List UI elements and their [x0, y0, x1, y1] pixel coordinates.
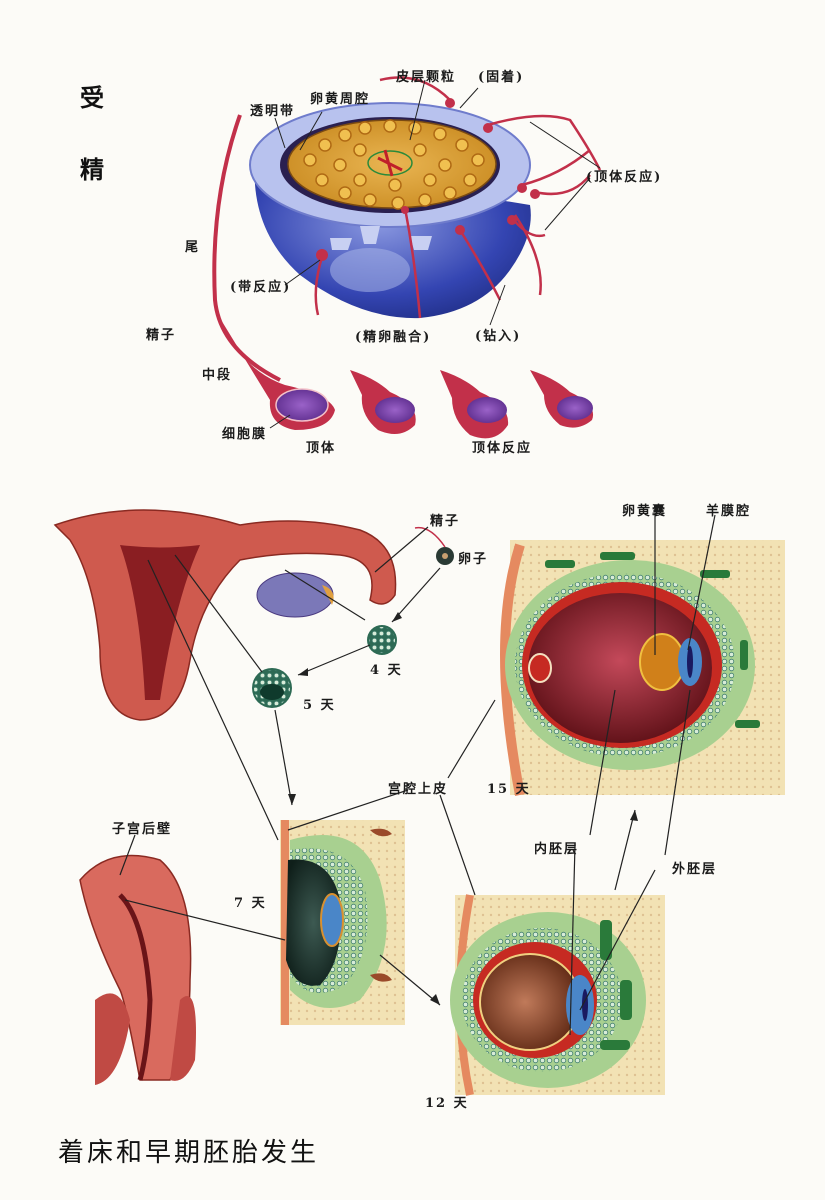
- zygote-stages-illustration: [252, 526, 454, 708]
- label-day-7: 7 天: [234, 896, 267, 911]
- label-amniotic-cavity: 羊膜腔: [706, 504, 752, 519]
- label-tail: 尾: [185, 240, 201, 255]
- sperm-group-illustration: [212, 76, 602, 382]
- label-penetration: (钻入): [475, 329, 522, 344]
- day15-embryo-illustration: [500, 540, 785, 796]
- label-cell-membrane: 细胞膜: [222, 427, 268, 442]
- label-cortical-granules: 皮层颗粒: [396, 70, 457, 85]
- heading-fertilization-char2: 精: [80, 155, 104, 184]
- label-ectoderm: 外胚层: [672, 862, 718, 877]
- label-acrosome-reaction-bottom: 顶体反应: [472, 441, 533, 456]
- heading-fertilization-char1: 受: [80, 83, 104, 112]
- label-fusion: (精卵融合): [355, 330, 432, 345]
- label-yolk-sac: 卵黄囊: [622, 504, 668, 519]
- egg-hemisphere-illustration: [249, 102, 531, 319]
- label-endoderm: 内胚层: [534, 842, 580, 857]
- day7-embryo-illustration: [280, 820, 405, 1025]
- uterine-wall-illustration: [79, 854, 196, 1085]
- label-zona-pellucida: 透明带: [250, 104, 296, 119]
- label-day-5: 5 天: [303, 698, 336, 713]
- label-midpiece: 中段: [202, 368, 233, 383]
- label-attachment: (固着): [478, 70, 525, 85]
- label-day-12: 12 天: [425, 1096, 469, 1111]
- label-sperm-top: 精子: [146, 328, 177, 343]
- label-day-15: 15 天: [487, 782, 531, 797]
- label-egg: 卵子: [458, 552, 489, 567]
- label-acrosome-reaction-top: (顶体反应): [586, 170, 663, 185]
- label-day-4: 4 天: [370, 663, 403, 678]
- label-endometrium: 宫腔上皮: [388, 782, 449, 797]
- acrosome-sequence-illustration: [215, 310, 594, 439]
- label-posterior-uterine-wall: 子宫后壁: [112, 822, 173, 837]
- label-zona-reaction: (带反应): [230, 280, 292, 295]
- day12-embryo-illustration: [450, 894, 665, 1096]
- label-acrosome: 顶体: [306, 441, 337, 456]
- uterus-illustration: [53, 509, 397, 721]
- label-perivitelline-space: 卵黄周腔: [310, 92, 371, 107]
- label-sperm-bottom: 精子: [430, 514, 461, 529]
- caption-title: 着床和早期胚胎发生: [58, 1138, 320, 1168]
